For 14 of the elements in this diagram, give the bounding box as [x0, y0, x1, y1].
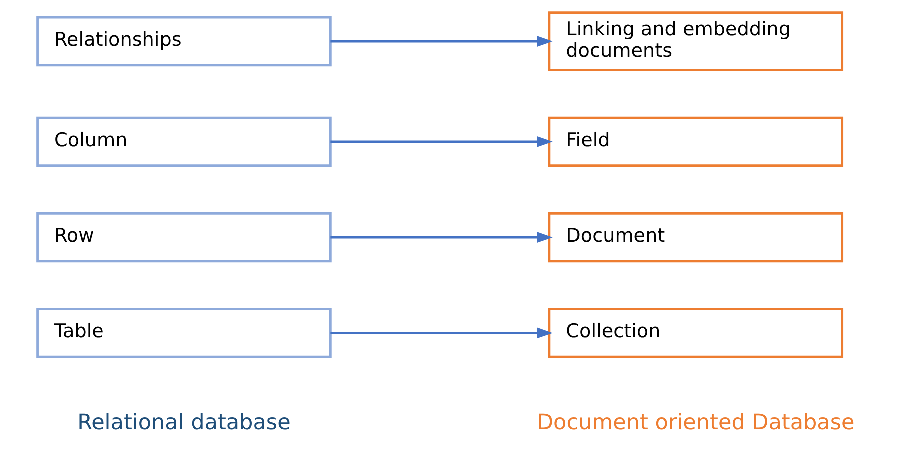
arrow: [330, 36, 553, 47]
label: Relational database: [78, 410, 291, 436]
node-box: Collection: [548, 308, 844, 358]
node-box: Linking and embedding documents: [548, 12, 844, 72]
arrow: [330, 328, 553, 339]
node-box: Document: [548, 212, 844, 263]
arrow: [330, 136, 553, 148]
node-box: Relationships: [36, 16, 332, 67]
node-box: Field: [548, 116, 844, 168]
arrow: [330, 232, 553, 244]
node-box: Column: [36, 116, 332, 168]
node-box: Table: [36, 308, 332, 358]
node-box: Row: [36, 212, 332, 263]
label: Document oriented Database: [537, 410, 855, 436]
